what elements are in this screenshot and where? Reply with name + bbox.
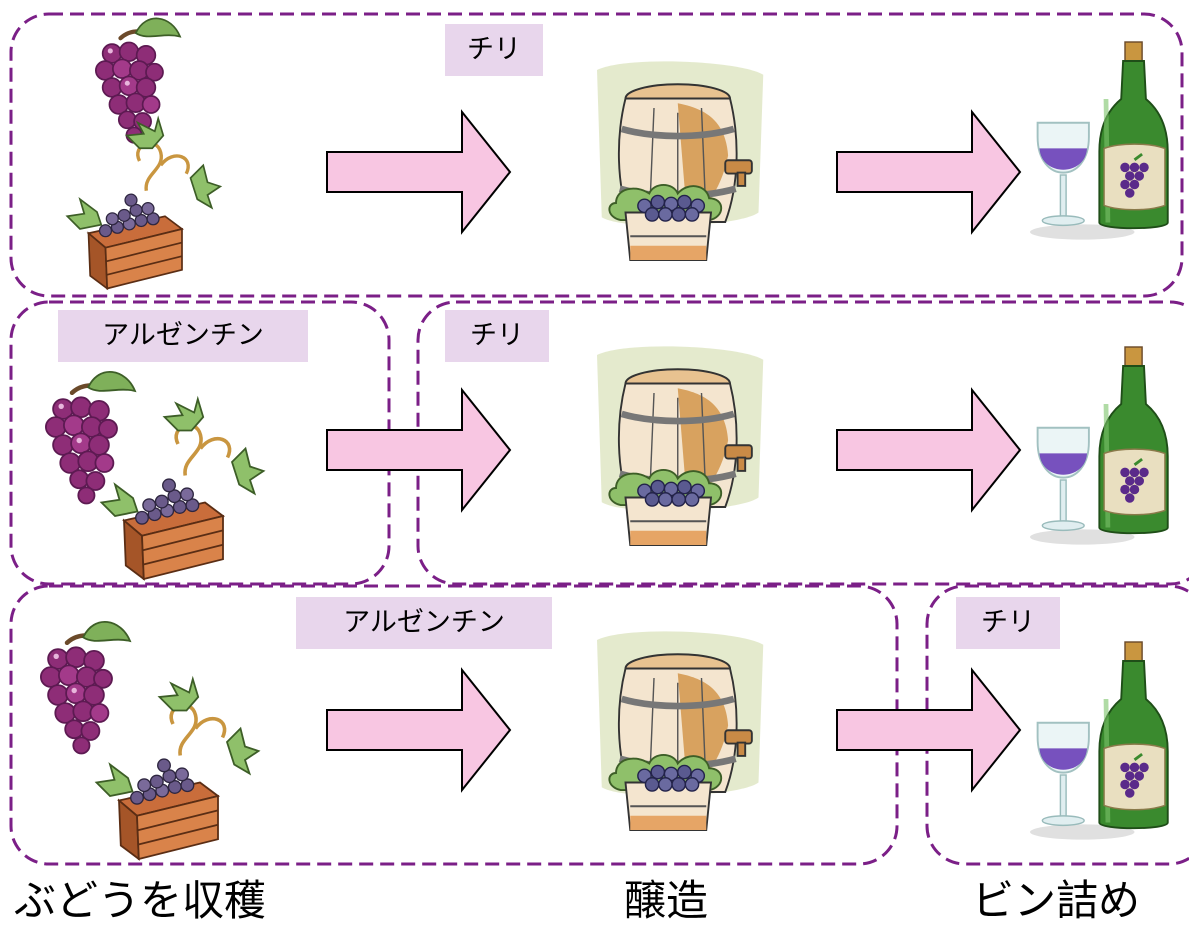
stage-label-brewing: 醸造 — [624, 876, 709, 925]
arrow-icon — [326, 389, 511, 511]
barrel-icon — [597, 61, 763, 260]
row-2-chile-label: チリ — [445, 310, 549, 362]
stage-label-bottling: ビン詰め — [972, 876, 1141, 925]
grape-crate-icon — [65, 116, 222, 291]
arrow-icon — [836, 389, 1021, 511]
row-2-argentina-label: アルゼンチン — [58, 310, 308, 362]
wine-set-icon — [1030, 347, 1168, 545]
grape-cluster-icon — [46, 372, 135, 504]
arrow-icon — [326, 669, 511, 791]
row-3-argentina-label: アルゼンチン — [296, 597, 552, 649]
barrel-icon — [597, 346, 763, 545]
barrel-icon — [597, 631, 763, 830]
wine-set-icon — [1030, 42, 1168, 240]
row-1-group-box — [9, 12, 1184, 298]
stage-label-harvest: ぶどうを収穫 — [14, 876, 267, 925]
row-1-chile-label: チリ — [445, 24, 543, 76]
grape-crate-icon — [99, 397, 266, 581]
arrow-icon — [326, 111, 511, 233]
row-3-chile-label: チリ — [956, 597, 1060, 649]
arrow-icon — [836, 111, 1021, 233]
grape-crate-icon — [94, 677, 261, 861]
wine-set-icon — [1030, 642, 1168, 840]
grape-cluster-icon — [41, 622, 130, 754]
